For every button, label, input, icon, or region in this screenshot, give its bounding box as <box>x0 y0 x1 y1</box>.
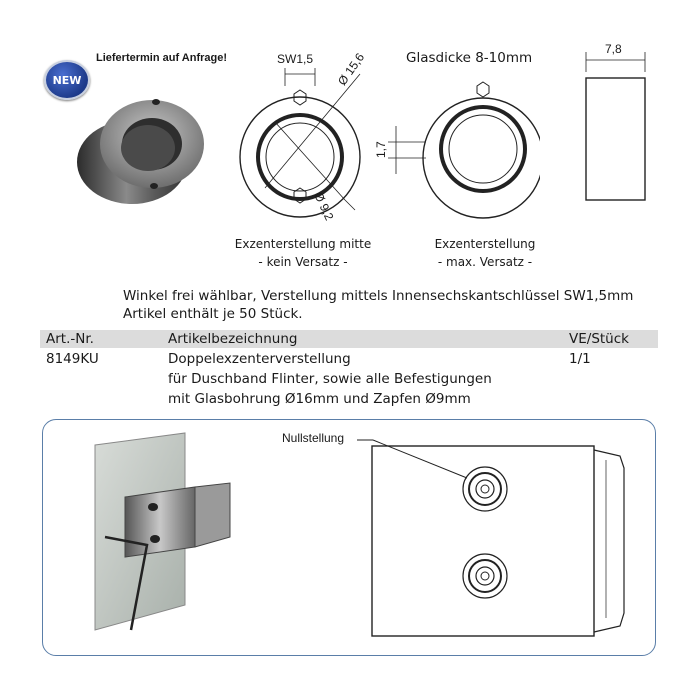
offset-label: 1,7 <box>374 141 388 158</box>
description-line1: Winkel frei wählbar, Verstellung mittels… <box>123 288 634 304</box>
new-badge-label: NEW <box>52 73 82 87</box>
width-label: 7,8 <box>605 42 622 56</box>
row-ve: 1/1 <box>569 351 591 367</box>
header-ve: VE/Stück <box>569 331 629 347</box>
nullstellung-label: Nullstellung <box>282 431 345 445</box>
row-desc-line1: Doppelexzenterverstellung <box>168 351 351 367</box>
caption-max-line1: Exzenterstellung <box>434 237 536 251</box>
caption-center-line2: - kein Versatz - <box>258 255 348 269</box>
caption-max-line2: - max. Versatz - <box>437 255 533 269</box>
row-desc-line2: für Duschband Flinter, sowie alle Befest… <box>168 371 492 387</box>
description-line2: Artikel enthält je 50 Stück. <box>123 306 303 322</box>
side-view-diagram <box>585 52 646 201</box>
caption-center: Exzenterstellung mitte - kein Versatz - <box>218 235 388 271</box>
header-art-nr: Art.-Nr. <box>46 331 94 347</box>
eccentric-ring-image <box>77 99 204 204</box>
sw-label: SW1,5 <box>277 52 314 66</box>
row-desc-line3: mit Glasbohrung Ø16mm und Zapfen Ø9mm <box>168 391 471 407</box>
caption-max: Exzenterstellung - max. Versatz - <box>400 235 570 271</box>
row-description: Doppelexzenterverstellung für Duschband … <box>168 349 492 409</box>
table-header-bg <box>40 330 658 348</box>
hinge-image <box>94 432 231 631</box>
glass-thickness-label: Glasdicke 8-10mm <box>406 50 533 66</box>
header-bezeichnung: Artikelbezeichnung <box>168 331 298 347</box>
description: Winkel frei wählbar, Verstellung mittels… <box>123 287 633 323</box>
delivery-note: Liefertermin auf Anfrage! <box>96 52 228 64</box>
eccentric-center-diagram <box>239 68 361 218</box>
new-badge: NEW <box>44 60 90 100</box>
caption-center-line1: Exzenterstellung mitte <box>234 237 372 251</box>
row-art-nr: 8149KU <box>46 351 99 367</box>
hinge-front-drawing <box>371 445 625 637</box>
eccentric-max-diagram <box>388 81 540 219</box>
